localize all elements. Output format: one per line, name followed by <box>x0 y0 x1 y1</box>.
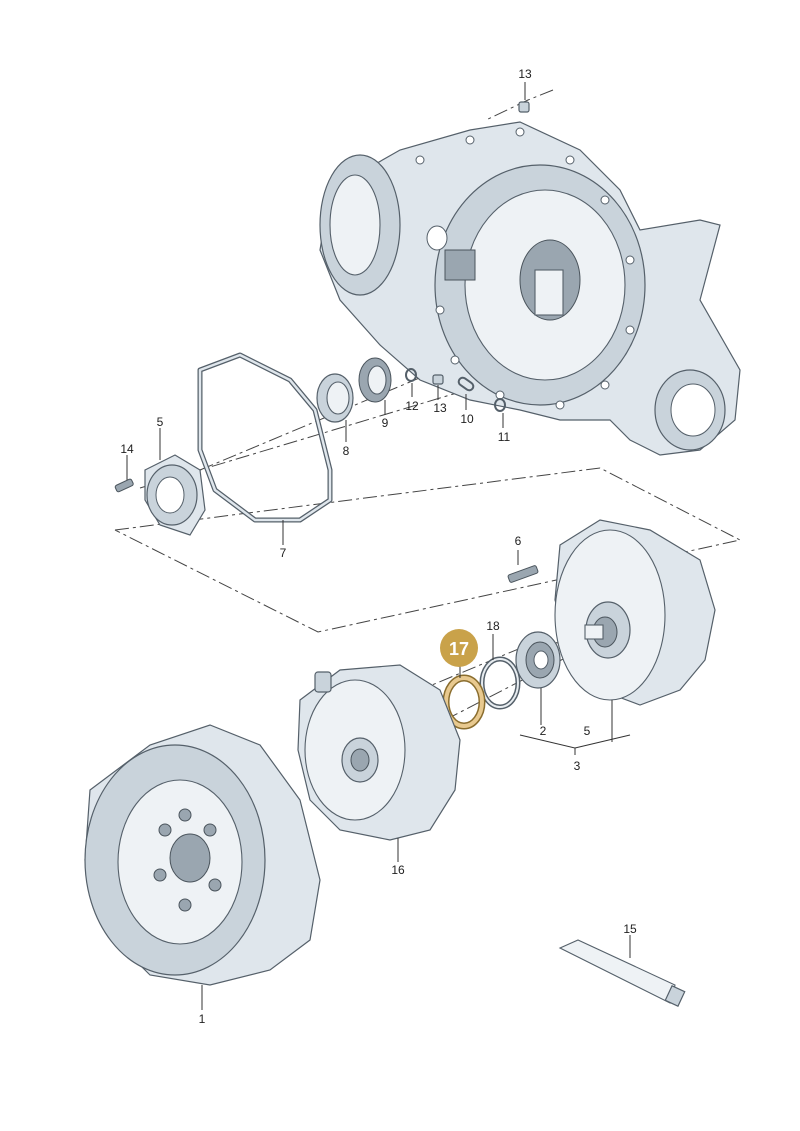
part-17-highlighted-ring <box>442 660 486 730</box>
part-10-seal <box>457 376 475 410</box>
part-15-grease-tube <box>558 935 686 1008</box>
part-8-seal <box>316 373 354 442</box>
part-13-plug-lower <box>432 374 444 400</box>
callout-13-lower: 13 <box>433 401 447 415</box>
callout-13-top: 13 <box>518 67 532 81</box>
part-7-gasket <box>197 352 333 545</box>
flywheel-bolt-holes <box>153 808 222 912</box>
callout-2: 2 <box>540 724 547 738</box>
callout-1: 1 <box>199 1012 206 1026</box>
part-5-bearing-cover <box>144 428 206 536</box>
part-9-ring <box>358 357 392 415</box>
callout-15: 15 <box>623 922 637 936</box>
callout-11: 11 <box>498 430 511 444</box>
part-14-bolt <box>114 455 134 493</box>
callout-7: 7 <box>280 546 287 560</box>
part-12-o-ring <box>405 368 417 397</box>
part-17-highlight-badge[interactable]: 17 <box>440 629 478 667</box>
part-13-plug-top <box>518 82 530 113</box>
part-11-o-ring <box>494 398 506 428</box>
callout-14: 14 <box>120 442 134 456</box>
part-16-motor-housing <box>297 664 461 862</box>
callout-6: 6 <box>515 534 522 548</box>
callout-8: 8 <box>343 444 350 458</box>
part-2-bearing <box>515 631 561 725</box>
callout-5-motor: 5 <box>584 724 591 738</box>
callout-17: 17 <box>449 639 469 659</box>
callout-labels: 13 5 14 8 9 12 13 10 11 7 6 18 2 5 3 16 … <box>120 67 637 1026</box>
part-18-ring <box>479 634 521 710</box>
group-bracket-3 <box>519 734 631 755</box>
callout-3: 3 <box>574 759 581 773</box>
transmission-housing <box>319 121 741 456</box>
housing-bolt-holes <box>415 127 635 410</box>
callout-9: 9 <box>382 416 389 430</box>
part-1-flywheel <box>84 724 321 1010</box>
callout-12: 12 <box>405 399 419 413</box>
callout-18: 18 <box>486 619 500 633</box>
part-6-bolt <box>507 550 539 583</box>
callout-5-cover: 5 <box>157 415 164 429</box>
callout-10: 10 <box>460 412 474 426</box>
callout-16: 16 <box>391 863 405 877</box>
electric-motor-assembly <box>554 519 716 740</box>
